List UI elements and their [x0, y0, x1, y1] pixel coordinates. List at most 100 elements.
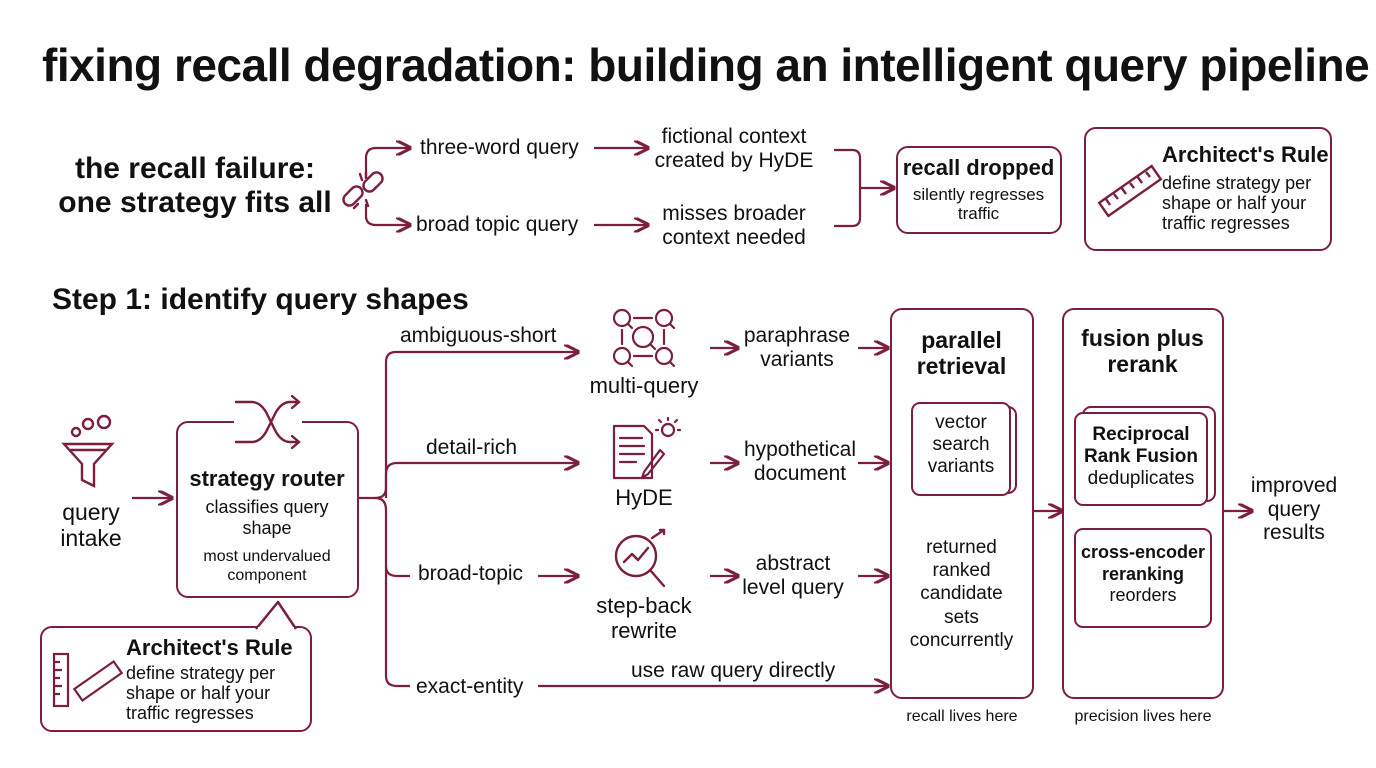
output-paraphrase-line1: paraphrase — [743, 324, 851, 347]
parallel-desc-line2: ranked — [932, 560, 991, 582]
strategy-step-back: step-back rewrite — [578, 593, 710, 643]
strategy-step-back-line2: rewrite — [610, 617, 677, 643]
recall-dropped-title: recall dropped — [902, 155, 1055, 180]
architect-rule-top-line3: traffic regresses — [1162, 213, 1290, 234]
failure-heading: the recall failure: one strategy fits al… — [50, 152, 340, 219]
output-paraphrase: paraphrase variants — [740, 324, 854, 371]
speech-bubble-tail — [255, 600, 298, 630]
rrf-line2: Rank Fusion — [1083, 446, 1198, 468]
parallel-desc-line3: candidate — [920, 583, 1003, 605]
connectors — [132, 148, 1252, 686]
ruler-icon — [52, 652, 124, 708]
fusion-title-line2: rerank — [1107, 350, 1178, 377]
strategy-router-line4: component — [227, 567, 307, 585]
magnifier-chart-icon — [614, 528, 666, 588]
misses-context-line1: misses broader — [662, 202, 806, 225]
architect-rule-bottom: Architect's Rule define strategy per sha… — [40, 626, 312, 732]
strategy-router-box: strategy router classifies query shape m… — [176, 421, 359, 598]
recall-dropped-desc: silently regresses traffic — [898, 185, 1059, 223]
vector-search-line2: search — [932, 433, 990, 455]
parallel-retrieval-title: parallel retrieval — [892, 327, 1031, 380]
raw-query-label: use raw query directly — [631, 659, 836, 682]
architect-rule-top-text: define strategy per shape or half your t… — [1162, 173, 1311, 233]
page-title: fixing recall degradation: building an i… — [42, 39, 1370, 91]
query-intake-line1: query — [62, 499, 120, 525]
shape-ambiguous-short: ambiguous-short — [400, 324, 557, 347]
output-abstract-line2: level query — [742, 575, 844, 599]
result-line2: query — [1267, 497, 1321, 521]
parallel-desc-line1: returned — [926, 537, 997, 558]
ce-line3: reorders — [1109, 585, 1177, 606]
ruler-icon — [1097, 164, 1163, 218]
recall-dropped-line1: silently regresses — [912, 185, 1045, 204]
vector-search-line1: vector — [935, 412, 987, 433]
recall-dropped-line2: traffic — [957, 203, 1000, 223]
query-intake-label: query intake — [46, 499, 136, 552]
ce-line2: reranking — [1101, 563, 1185, 584]
shape-broad-topic: broad-topic — [418, 562, 524, 585]
rrf-line1: Reciprocal — [1092, 424, 1190, 445]
fusion-rerank-title: fusion plus rerank — [1064, 325, 1221, 378]
architect-rule-top-title: Architect's Rule — [1162, 142, 1329, 167]
cross-encoder-text: cross-encoder reranking reorders — [1076, 542, 1210, 607]
fusion-rerank-box: fusion plus rerank Reciprocal Rank Fusio… — [1062, 308, 1224, 699]
failure-heading-line2: one strategy fits all — [58, 185, 332, 219]
architect-rule-top: Architect's Rule define strategy per sha… — [1084, 127, 1332, 251]
shape-detail-rich: detail-rich — [426, 436, 518, 459]
fictional-context-line1: fictional context — [661, 125, 807, 148]
step1-heading: Step 1: identify query shapes — [52, 283, 469, 316]
improved-results: improved query results — [1244, 474, 1344, 545]
architect-rule-bottom-line1: define strategy per — [126, 663, 276, 683]
branch-broad-topic-query: broad topic query — [416, 213, 579, 236]
output-paraphrase-line2: variants — [760, 347, 834, 371]
fictional-context-note: fictional context created by HyDE — [650, 125, 818, 172]
precision-caption: precision lives here — [1074, 708, 1212, 725]
recall-dropped-box: recall dropped silently regresses traffi… — [896, 146, 1062, 234]
fusion-title-line1: fusion plus — [1081, 325, 1204, 351]
rrf-card: Reciprocal Rank Fusion deduplicates — [1074, 412, 1208, 506]
cross-encoder-card: cross-encoder reranking reorders — [1074, 528, 1212, 628]
architect-rule-bottom-line2: shape or half your — [126, 682, 271, 703]
parallel-desc-line4: sets — [944, 606, 979, 628]
parallel-retrieval-title-line1: parallel — [921, 327, 1002, 353]
vector-search-card: vector search variants — [911, 402, 1011, 496]
strategy-router-line2: shape — [242, 517, 292, 538]
architect-rule-bottom-text: define strategy per shape or half your t… — [126, 663, 276, 723]
vector-search-text: vector search variants — [913, 412, 1009, 478]
strategy-router-title: strategy router — [189, 466, 345, 491]
architect-rule-top-line1: define strategy per — [1162, 173, 1312, 193]
ce-line1: cross-encoder — [1080, 542, 1206, 562]
rrf-line3: deduplicates — [1087, 468, 1195, 490]
vector-search-line3: variants — [927, 455, 995, 477]
output-hypothetical: hypothetical document — [740, 438, 860, 485]
strategy-router-line3: most undervalued — [203, 548, 331, 565]
architect-rule-bottom-title: Architect's Rule — [126, 635, 293, 660]
parallel-retrieval-title-line2: retrieval — [916, 352, 1007, 379]
architect-rule-top-line2: shape or half your — [1162, 193, 1307, 214]
strategy-multi-query: multi-query — [589, 373, 699, 398]
failure-heading-line1: the recall failure: — [74, 152, 316, 185]
architect-rule-bottom-line3: traffic regresses — [126, 702, 254, 723]
parallel-retrieval-box: parallel retrieval vector search variant… — [890, 308, 1034, 699]
output-abstract-line1: abstract — [755, 552, 831, 575]
funnel-icon — [61, 414, 115, 488]
recall-caption: recall lives here — [906, 708, 1018, 725]
rrf-text: Reciprocal Rank Fusion deduplicates — [1076, 424, 1206, 491]
output-abstract: abstract level query — [740, 552, 846, 599]
strategy-router-line1: classifies query — [205, 497, 329, 517]
search-network-icon — [612, 308, 676, 368]
strategy-router-desc: classifies query shape — [178, 497, 356, 538]
output-hypothetical-line1: hypothetical — [743, 438, 857, 461]
broken-chain-icon — [342, 170, 384, 210]
fictional-context-line2: created by HyDE — [654, 148, 814, 172]
strategy-router-note: most undervalued component — [178, 547, 356, 585]
misses-context-line2: context needed — [662, 225, 806, 249]
parallel-desc-line5: concurrently — [909, 629, 1014, 651]
result-line1: improved — [1250, 474, 1338, 497]
branch-three-word-query: three-word query — [420, 136, 579, 159]
document-pen-icon — [612, 416, 682, 480]
shuffle-icon — [234, 394, 302, 450]
shape-exact-entity: exact-entity — [416, 675, 524, 698]
strategy-hyde: HyDE — [615, 485, 673, 510]
